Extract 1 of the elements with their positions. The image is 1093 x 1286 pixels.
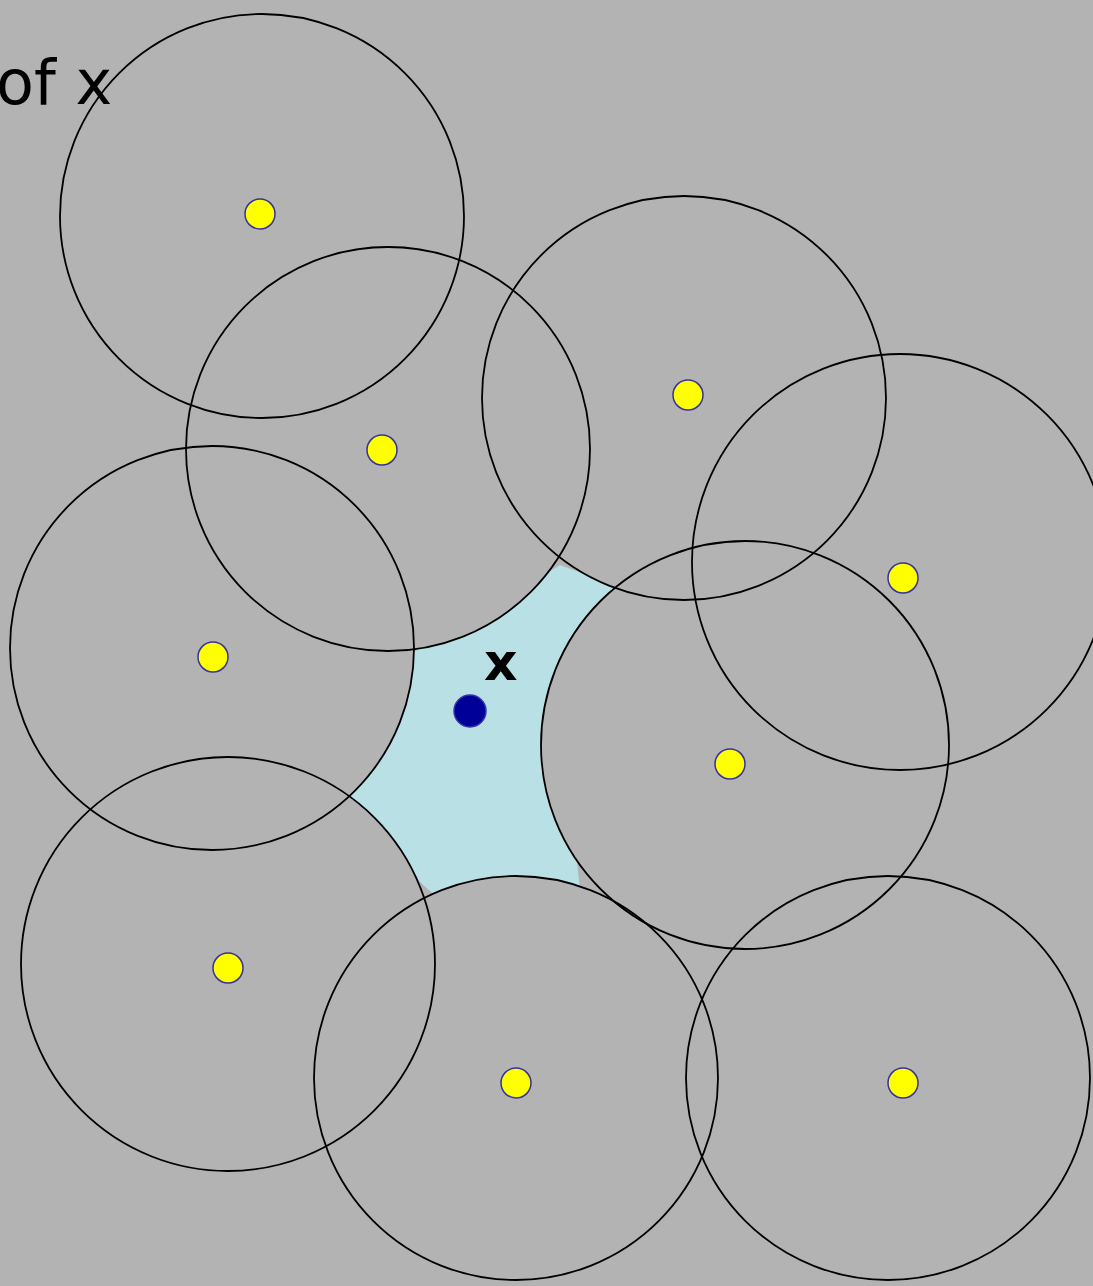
label-text: x bbox=[484, 636, 518, 688]
